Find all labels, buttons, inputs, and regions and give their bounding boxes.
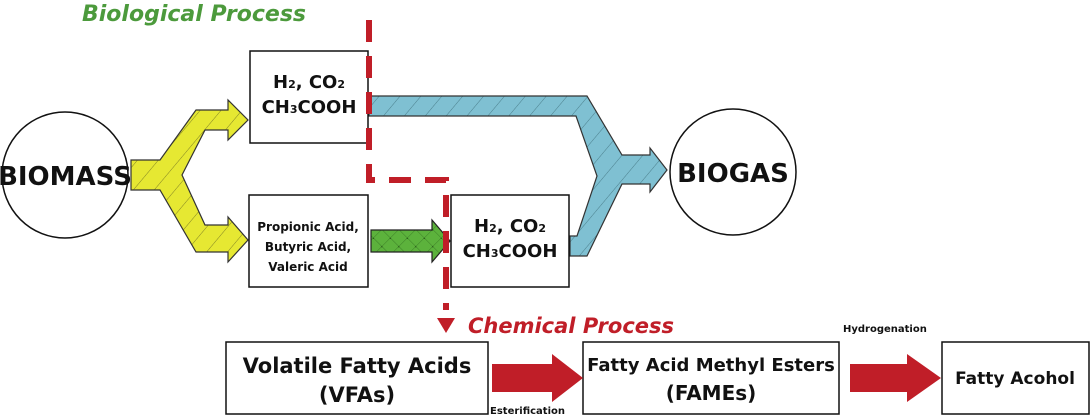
fatty-alcohol-label: Fatty Acohol xyxy=(955,369,1075,389)
biogas-label: BIOGAS xyxy=(677,159,789,189)
esterification-label: Esterification xyxy=(490,406,565,417)
vfas-line1: Volatile Fatty Acids xyxy=(243,354,472,378)
hydrogenation-arrow xyxy=(850,354,941,402)
converted-box-line2: CH3COOH xyxy=(463,241,558,262)
biogas-node xyxy=(669,108,797,236)
esterification-arrow xyxy=(492,354,583,402)
biomass-label: BIOMASS xyxy=(0,162,132,192)
fames-line1: Fatty Acid Methyl Esters xyxy=(587,355,835,376)
lower-box-line1: Propionic Acid, xyxy=(257,220,359,234)
vfa-intermediates-box xyxy=(248,194,369,288)
upper-box-line1: H2, CO2 xyxy=(273,72,345,93)
vfas-line2: (VFAs) xyxy=(319,383,395,407)
yellow-split-arrow xyxy=(130,98,249,264)
vfas-box xyxy=(225,341,489,415)
chemical-process-title: Chemical Process xyxy=(468,314,674,338)
biological-process-title: Biological Process xyxy=(82,2,306,27)
lower-box-line2: Butyric Acid, xyxy=(265,240,351,254)
fatty-alcohol-box xyxy=(941,341,1090,415)
fames-line2: (FAMEs) xyxy=(666,381,757,405)
converted-hydrogen-acetate-box xyxy=(450,194,570,288)
green-arrow xyxy=(370,218,451,264)
biomass-node xyxy=(1,111,129,239)
converted-box-line1: H2, CO2 xyxy=(474,216,546,237)
blue-merge-arrow xyxy=(368,95,668,257)
fames-box xyxy=(582,341,840,415)
process-divider-line xyxy=(366,20,449,310)
upper-box-line2: CH3COOH xyxy=(262,97,357,118)
divider-arrowhead-icon xyxy=(437,318,455,333)
lower-box-line3: Valeric Acid xyxy=(268,260,347,274)
hydrogenation-label: Hydrogenation xyxy=(843,324,927,335)
